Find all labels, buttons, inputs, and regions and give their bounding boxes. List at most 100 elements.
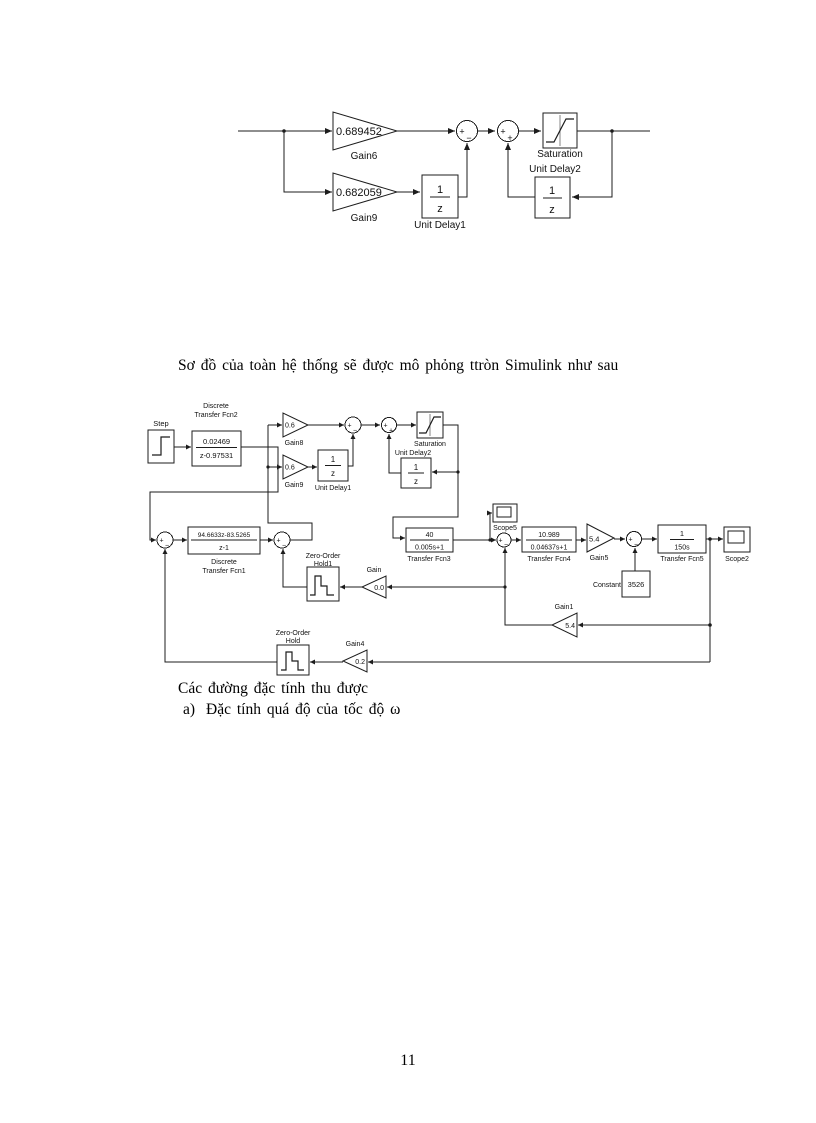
d2-sum6-sign-bottom: − — [634, 542, 638, 549]
d2-dtf1-num: 94.6633z-83.5265 — [198, 532, 251, 539]
d1-unit-delay1-block: 1 z Unit Delay1 — [414, 174, 466, 231]
d2-unit-delay2-block: Unit Delay2 1 z — [395, 450, 432, 489]
d2-unit-delay1-num: 1 — [331, 455, 336, 464]
diagram2: Step Discrete Transfer Fcn2 0.02469 z-0.… — [147, 403, 751, 676]
d2-sum3-sign-bottom: − — [353, 428, 357, 435]
d2-sum6: + − — [626, 531, 642, 549]
scope-screen-icon — [727, 530, 745, 544]
d2-saturation-label: Saturation — [414, 441, 446, 448]
results-heading: Các đường đặc tính thu được — [178, 680, 368, 697]
page-number: 11 — [400, 1052, 416, 1069]
d2-tf3-label: Transfer Fcn3 — [407, 556, 450, 563]
d2-sum1-sign-left: + — [159, 538, 163, 545]
d2-gain5-value: 5.4 — [589, 535, 599, 544]
d1-gain6-block: 0.689452 Gain6 — [332, 111, 399, 162]
d2-sum1-sign-bottom: − — [165, 543, 169, 550]
d2-sum3: + − — [344, 416, 362, 435]
d2-gain1-label: Gain1 — [555, 604, 574, 611]
d2-dtf1-den: z-1 — [219, 545, 229, 552]
d2-tf3-den: 0.005s+1 — [415, 545, 444, 552]
d2-gain4-label: Gain4 — [346, 641, 365, 648]
d1-gain9-block: 0.682059 Gain9 — [332, 172, 399, 224]
zero-order-hold-icon — [310, 575, 334, 596]
step-icon — [152, 436, 170, 456]
d1-sum-b-sign-left: + — [500, 127, 505, 137]
scope-screen-icon — [496, 506, 512, 518]
d2-unit-delay2-den: z — [414, 477, 418, 486]
d2-constant-value: 3526 — [628, 580, 645, 589]
d2-gain8-label: Gain8 — [285, 440, 304, 447]
d1-unit-delay1-den: z — [437, 203, 443, 215]
d2-gain1-value: 5.4 — [565, 623, 575, 630]
d1-gain6-label: Gain6 — [351, 151, 378, 162]
d1-gain9-value: 0.682059 — [336, 187, 382, 199]
d1-sum-a-sign-left: + — [459, 127, 464, 137]
d2-tf5-block: 1 150s Transfer Fcn5 — [657, 524, 707, 563]
diagram1: 0.689452 Gain6 0.682059 Gain9 1 z Unit D… — [238, 111, 650, 231]
d2-gain8-block: 0.6 Gain8 — [282, 412, 310, 447]
list-item-a: a) Đặc tính quá độ của tốc độ ω — [183, 701, 400, 719]
d2-saturation-block: Saturation — [414, 411, 446, 448]
list-item-a-text: Đặc tính quá độ của tốc độ ω — [206, 701, 401, 718]
d2-constant-label: Constant — [593, 582, 621, 589]
d2-sum1: + − — [156, 531, 174, 550]
d2-gain5-block: 5.4 Gain5 — [586, 523, 616, 562]
d2-tf4-block: 10.989 0.04637s+1 Transfer Fcn4 — [521, 526, 577, 563]
d2-unit-delay1-den: z — [331, 469, 335, 478]
list-item-a-marker: a) — [183, 701, 196, 718]
d2-zoh1-label-line1: Zero-Order — [306, 553, 341, 560]
d2-gain-block: Gain 0.0 — [360, 567, 387, 599]
d1-sum-b-sign-bottom: + — [507, 133, 512, 143]
d2-tf5-den: 150s — [674, 545, 690, 552]
saturation-icon — [419, 416, 441, 434]
d2-dtf2-num: 0.02469 — [203, 437, 230, 446]
d2-unit-delay1-label: Unit Delay1 — [315, 485, 351, 492]
d2-sum5: + − — [496, 532, 512, 549]
d2-unit-delay1-block: 1 z Unit Delay1 — [315, 449, 351, 492]
d2-tf4-label: Transfer Fcn4 — [527, 556, 570, 563]
d2-gain4-value: 0.2 — [355, 659, 365, 666]
d2-tf4-den: 0.04637s+1 — [531, 545, 568, 552]
d2-dtf2-den: z-0.97531 — [200, 451, 233, 460]
d2-gain9-label: Gain9 — [285, 482, 304, 489]
d2-constant-block: Constant 3526 — [593, 570, 651, 598]
d2-step-block: Step — [147, 419, 175, 464]
d2-gain9-value: 0.6 — [285, 465, 295, 472]
saturation-icon — [546, 118, 574, 143]
d2-sum2-sign-bottom: − — [282, 543, 286, 550]
d2-gain5-label: Gain5 — [590, 555, 609, 562]
d1-sum-a-sign-bottom: − — [466, 133, 471, 143]
d2-sum5-sign-left: + — [498, 538, 502, 545]
d2-sum2-sign-left: + — [276, 538, 280, 545]
d1-unit-delay2-label: Unit Delay2 — [529, 164, 581, 175]
d2-zoh-block: Zero-Order Hold — [276, 630, 311, 676]
d2-sum6-sign-left: + — [628, 537, 632, 544]
d2-unit-delay2-num: 1 — [414, 463, 419, 472]
d1-saturation-label: Saturation — [537, 149, 583, 160]
d1-unit-delay1-num: 1 — [437, 184, 443, 196]
d1-sum-b: + + — [497, 120, 519, 143]
d2-gain8-value: 0.6 — [285, 423, 295, 430]
d2-dtf2-label-line1: Discrete — [203, 403, 229, 410]
d2-sum4-sign-bottom: + — [389, 428, 393, 435]
d2-scope2-block: Scope2 — [723, 526, 751, 563]
d2-zoh1-block: Zero-Order Hold1 — [306, 553, 341, 602]
d1-unit-delay2-block: Unit Delay2 1 z — [529, 164, 581, 219]
d1-gain6-value: 0.689452 — [336, 126, 382, 138]
d2-gain-label: Gain — [367, 567, 382, 574]
d2-dtf1-block: 94.6633z-83.5265 z-1 Discrete Transfer F… — [187, 526, 261, 575]
d1-wires — [238, 128, 650, 200]
d2-wires — [149, 422, 723, 665]
d2-gain1-block: Gain1 5.4 — [550, 604, 578, 638]
d2-dtf2-block: Discrete Transfer Fcn2 0.02469 z-0.97531 — [191, 403, 242, 467]
d1-gain9-label: Gain9 — [351, 213, 378, 224]
d2-sum4-sign-left: + — [383, 423, 387, 430]
d2-sum4: + + — [381, 417, 397, 435]
d2-zoh-label-line2: Hold — [286, 638, 301, 645]
d2-gain-value: 0.0 — [374, 585, 384, 592]
d2-sum3-sign-left: + — [347, 423, 351, 430]
d2-gain9-block: 0.6 Gain9 — [282, 454, 310, 489]
d1-unit-delay1-label: Unit Delay1 — [414, 220, 466, 231]
d1-unit-delay2-num: 1 — [549, 185, 555, 197]
